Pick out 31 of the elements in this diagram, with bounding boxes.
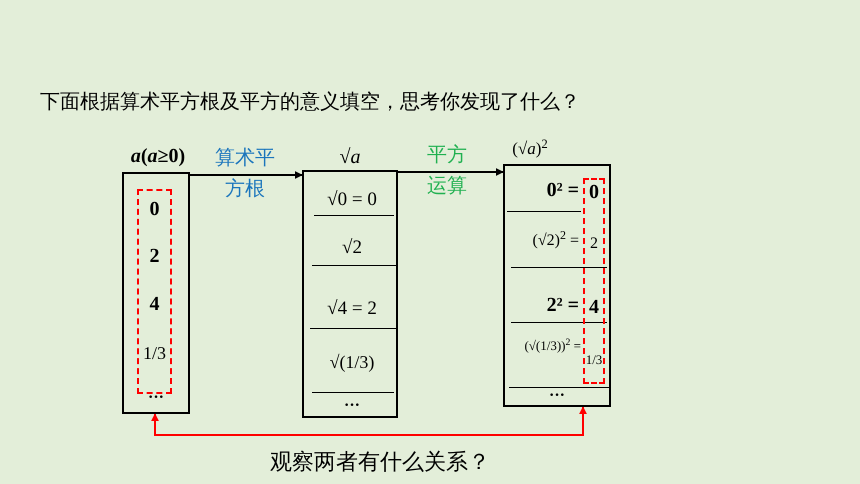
number-label: 2 (148, 244, 160, 268)
column-heading: (√a)$^{2}$ (511, 137, 549, 160)
formula-text: √4 = 2 (326, 297, 378, 321)
edge-label: 平方运算 (426, 141, 468, 199)
formula-text: (√(1/3))$^{2}$ = (523, 336, 581, 355)
arrow (398, 168, 504, 176)
dashed-highlight-box (137, 189, 172, 394)
formula-text: (√2)$^{2}$ = (532, 229, 579, 251)
ellipsis: ··· (146, 388, 165, 408)
formula-text: √0 = 0 (326, 188, 378, 212)
formula-text: 2² = (546, 293, 579, 317)
column-heading: a(a≥0) (130, 144, 186, 168)
number-label: 4 (148, 292, 160, 316)
formula-text: 0² = (546, 178, 579, 202)
fraction-label: 1/3 (584, 351, 604, 369)
number-label: 0 (148, 197, 160, 221)
arrow (151, 406, 587, 436)
ellipsis: ··· (548, 386, 566, 406)
column-heading: √a (338, 145, 362, 169)
fraction-label: 1/3 (142, 342, 167, 365)
dashed-highlight-box (583, 178, 605, 384)
number-label: 2 (589, 234, 599, 254)
number-label: 4 (588, 295, 600, 319)
instruction-text: 下面根据算术平方根及平方的意义填空，思考你发现了什么？ (40, 88, 580, 115)
edge-label: 观察两者有什么关系？ (269, 449, 491, 477)
arrow (190, 171, 303, 179)
formula-text: √2 (341, 236, 363, 260)
formula-text: √(1/3) (328, 351, 376, 374)
number-label: 0 (588, 180, 600, 204)
edge-label: 算术平方根 (214, 144, 276, 202)
ellipsis: ··· (342, 396, 361, 416)
